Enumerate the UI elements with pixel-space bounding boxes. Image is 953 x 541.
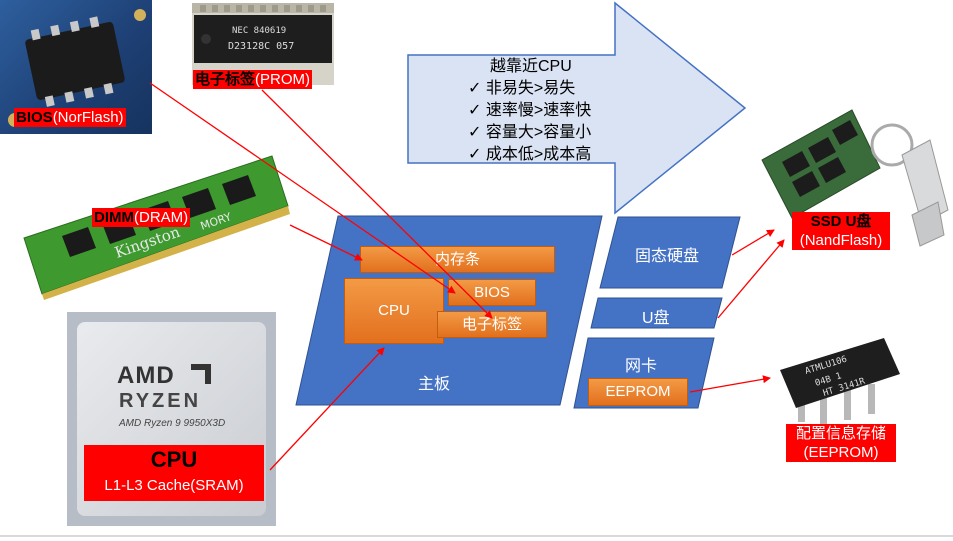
eeprom-photo-label: 配置信息存储 [795,425,886,442]
motherboard-label: 主板 [418,376,451,393]
board-bios: BIOS [448,279,536,306]
cpu-photo-sublabel: L1-L3 Cache(SRAM) [104,477,244,494]
cpu-photo-label-box: CPU L1-L3 Cache(SRAM) [84,445,264,501]
bottom-divider [0,535,953,537]
cpu-line: RYZEN [119,390,202,412]
cpu-photo-label: CPU [150,447,198,472]
arrow-item: ✓ 非易失>易失 [468,80,576,97]
ssd-usb-photo [752,100,950,250]
board-memory: 内存条 [360,246,555,273]
arrow-title: 越靠近CPU [490,58,572,75]
nic-box-label: 网卡 [625,358,658,375]
arrow-item: ✓ 成本低>成本高 [468,146,592,163]
arrow-bios-to-board [149,82,456,294]
ssd-photo-sublabel: (NandFlash) [799,232,883,249]
prom-photo-label: 电子标签(PROM) [193,70,313,89]
arrow-cpu-to-board [269,347,385,471]
arrow-text-block: 越靠近CPU ✓ 非易失>易失 ✓ 速率慢>速率快 ✓ 容量大>容量小 ✓ 成本… [460,56,610,166]
ssd-photo-label: SSD U盘 [810,213,872,230]
arrow-ssd-to-photo [731,229,775,256]
check-icon: ✓ [468,146,482,163]
bios-photo-label: BIOS(NorFlash) [14,108,126,127]
usb-box-label: U盘 [642,310,670,327]
dimm-photo-label: DIMM(DRAM) [92,208,191,227]
arrow-prom-to-board [261,89,493,319]
usb-box-shape [590,297,723,329]
check-icon: ✓ [468,124,482,141]
cpu-model: AMD Ryzen 9 9950X3D [119,418,226,429]
bios-chip-icon [8,9,146,127]
eeprom-chip-icon: ATMLU106 04B 1 HT 3141R [780,338,900,426]
prom-chip-icon: NEC 840619 D23128C 057 [192,3,334,63]
check-icon: ✓ [468,102,482,119]
arrow-dimm-to-board [289,224,363,261]
prom-chip-text1: NEC 840619 [232,26,286,36]
arrow-usb-to-photo [717,239,785,319]
arrow-eeprom-to-photo [689,375,771,393]
arrow-item: ✓ 速率慢>速率快 [468,102,592,119]
amd-logo-icon [191,364,211,384]
ssd-box-label: 固态硬盘 [635,248,700,265]
cpu-brand: AMD [117,362,175,389]
board-cpu: CPU [344,278,444,344]
eeprom-photo-sublabel: (EEPROM) [803,444,879,461]
ssd-usb-icon [761,109,949,247]
eeprom-photo-label-box: 配置信息存储 (EEPROM) [786,424,896,462]
arrow-item: ✓ 容量大>容量小 [468,124,592,141]
big-arrow-shape [407,1,747,215]
nic-eeprom: EEPROM [588,378,688,406]
prom-chip-text2: D23128C 057 [228,41,294,52]
ssd-box-shape [599,216,741,289]
check-icon: ✓ [468,80,482,97]
eeprom-chip-photo: ATMLU106 04B 1 HT 3141R [776,330,904,426]
ssd-photo-label-box: SSD U盘 (NandFlash) [792,212,890,250]
